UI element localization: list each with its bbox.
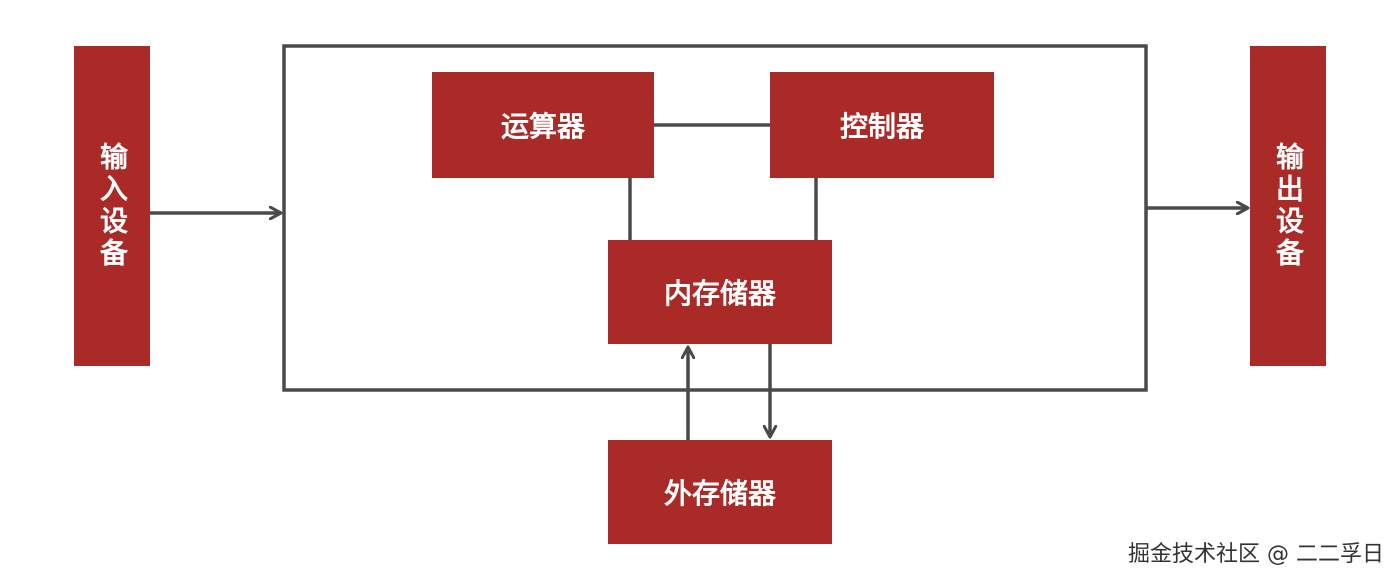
controller-label: 控制器 — [839, 110, 924, 143]
output-device-label: 输出设备 — [1272, 142, 1305, 270]
alu-label: 运算器 — [500, 110, 585, 143]
external-memory-block: 外存储器 — [608, 440, 832, 544]
internal-memory-label: 内存储器 — [663, 277, 776, 310]
input-device-label: 输入设备 — [96, 142, 129, 270]
internal-memory-block: 内存储器 — [608, 240, 832, 344]
external-memory-label: 外存储器 — [663, 477, 776, 510]
output-device-block: 输出设备 — [1250, 46, 1326, 366]
controller-block: 控制器 — [770, 72, 994, 178]
watermark: 掘金技术社区 @ 二二孚日 — [1128, 542, 1384, 567]
alu-block: 运算器 — [432, 72, 654, 178]
input-device-block: 输入设备 — [74, 46, 150, 366]
host-frame — [282, 44, 1148, 392]
